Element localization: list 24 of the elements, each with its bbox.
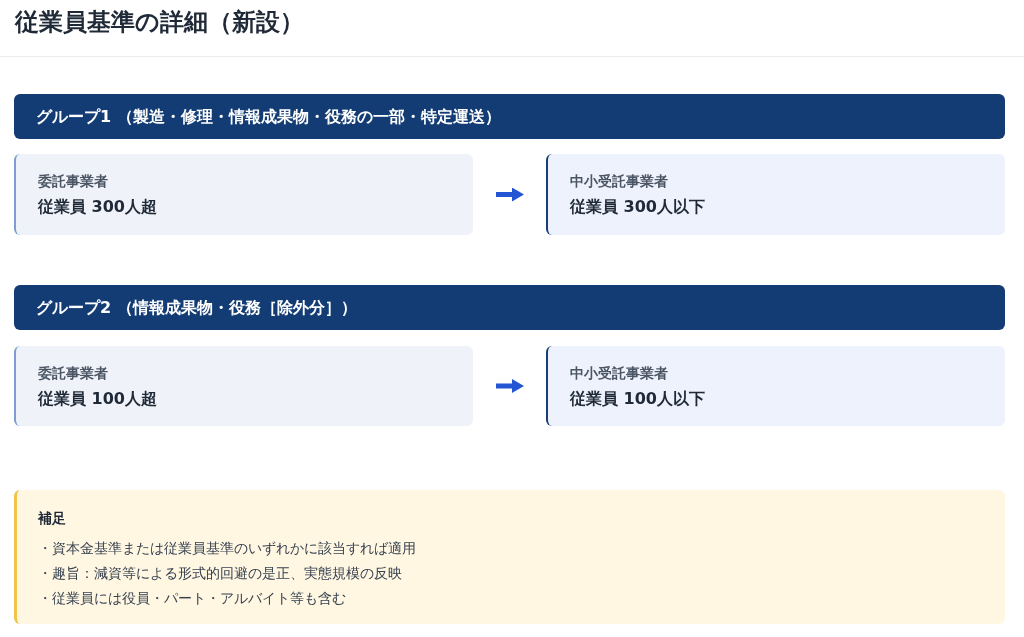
role-label: 中小受託事業者 [570, 363, 668, 383]
employee-count: 従業員 300人以下 [570, 196, 705, 218]
note-item: ・趣旨：減資等による形式的回避の是正、実態規模の反映 [38, 564, 402, 583]
note-heading: 補足 [38, 509, 66, 528]
party-card [546, 154, 1005, 235]
role-label: 中小受託事業者 [570, 172, 668, 191]
group-header-bar [14, 94, 1005, 139]
arrow [496, 187, 524, 202]
group-title: グループ1 （製造・修理・情報成果物・役務の一部・特定運送） [36, 105, 501, 128]
note-item: ・資本金基準または従業員基準のいずれかに該当すれば適用 [38, 539, 416, 558]
employee-count: 従業員 300人超 [38, 196, 157, 218]
employee-count: 従業員 100人以下 [570, 387, 705, 410]
group-title: グループ2 （情報成果物・役務［除外分］） [36, 296, 357, 319]
group-header-bar [14, 285, 1005, 330]
page-title: 従業員基準の詳細（新設） [15, 7, 304, 38]
note-panel [14, 490, 1005, 624]
party-card [14, 346, 473, 426]
role-label: 委託事業者 [38, 172, 108, 191]
arrow [496, 379, 524, 393]
party-card [546, 346, 1005, 426]
employee-count: 従業員 100人超 [38, 387, 157, 410]
note-item: ・従業員には役員・パート・アルバイト等も含む [38, 589, 346, 608]
party-card [14, 154, 473, 235]
role-label: 委託事業者 [38, 363, 108, 383]
